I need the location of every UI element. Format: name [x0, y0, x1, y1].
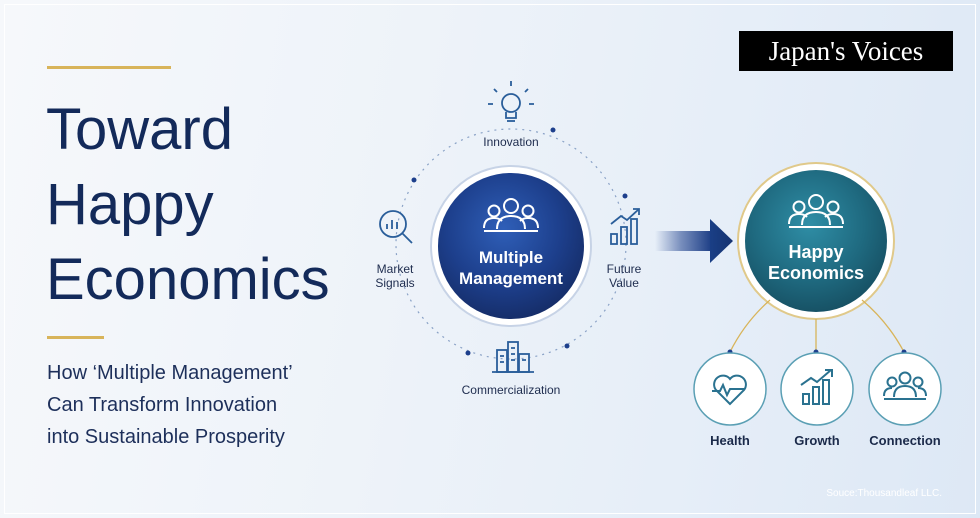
branch-label-health: Health [710, 433, 750, 448]
branch-label-growth: Growth [794, 433, 840, 448]
node-label-market-signals: Market Signals [375, 262, 415, 290]
subtitle-line-1: How ‘Multiple Management’ [47, 362, 293, 384]
outcome-circle [745, 170, 887, 312]
growth-circle [780, 352, 854, 426]
heart-pulse-icon [712, 374, 747, 406]
headline-line-2: Happy [46, 172, 214, 237]
growth-chart-icon [800, 369, 833, 405]
lightbulb-icon [488, 81, 534, 122]
arrow-head [710, 219, 733, 263]
center-circle [438, 173, 584, 319]
node-label-innovation: Innovation [483, 135, 539, 149]
node-label-future-value: Future Value [606, 262, 642, 290]
cycle-dot [411, 177, 417, 183]
people-icon [788, 194, 844, 228]
headline-line-1: Toward [46, 97, 233, 162]
arrow-shaft [655, 231, 713, 251]
outcome-label: Happy Economics [767, 242, 865, 283]
cycle-dot [622, 193, 628, 199]
top-accent-rule [47, 66, 171, 69]
node-label-commercialization: Commercialization [461, 383, 561, 397]
buildings-icon [492, 341, 534, 373]
cycle-dot [550, 127, 556, 133]
subtitle-line-2: Can Transform Innovation [47, 394, 278, 416]
magnifier-chart-icon [379, 210, 413, 244]
cycle-dot [564, 343, 570, 349]
people-group-icon [883, 371, 927, 400]
center-label: Multiple Management [459, 248, 563, 288]
subtitle-line-3: into Sustainable Prosperity [47, 426, 285, 448]
bottom-accent-rule [47, 336, 104, 339]
subtitle: How ‘Multiple Management’ Can Transform … [47, 357, 377, 453]
people-icon [483, 198, 539, 232]
connection-circle [868, 352, 942, 426]
brand-badge: Japan's Voices [739, 31, 953, 71]
branch-label-connection: Connection [869, 433, 941, 448]
branch-connectors [729, 299, 905, 353]
cycle-dot [465, 350, 471, 356]
headline-line-3: Economics [46, 247, 330, 312]
source-credit: Souce:Thousandleaf LLC. [826, 488, 942, 499]
bar-chart-icon [610, 208, 640, 245]
